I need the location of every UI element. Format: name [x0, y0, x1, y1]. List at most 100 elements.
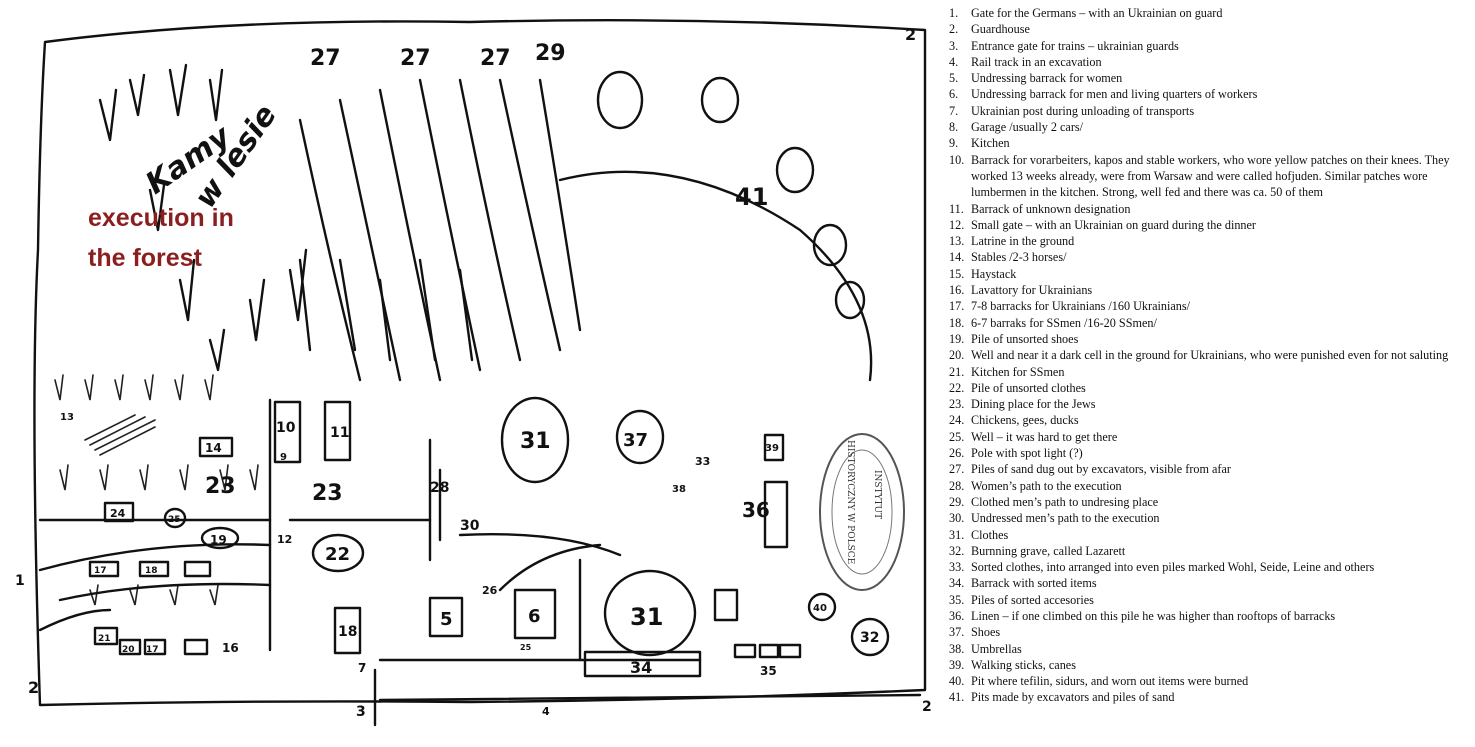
legend-item-text: Clothes: [971, 527, 1009, 542]
legend-item-text: Pole with spot light (?): [971, 446, 1083, 461]
map-label: 2: [922, 699, 932, 715]
legend-item: 41.Pits made by excavators and piles of …: [949, 689, 1467, 705]
legend-item-number: 24.: [949, 413, 965, 428]
legend-item-text: Pile of unsorted shoes: [971, 331, 1079, 346]
legend-item-text: Shoes: [971, 625, 1001, 640]
legend-item-text: Kitchen for SSmen: [971, 364, 1065, 379]
legend-item: 15. Haystack: [949, 266, 1467, 282]
legend-item-text: Barrack for vorarbeiters, kapos and stab…: [971, 152, 1450, 200]
legend-item: 21. Kitchen for SSmen: [949, 364, 1467, 380]
legend-item-number: 37.: [949, 625, 965, 640]
legend-item-text: Stables /2-3 horses/: [971, 250, 1067, 265]
legend-item-number: 20.: [949, 348, 965, 363]
grass-marks: [54, 374, 259, 606]
legend-item-number: 4.: [949, 54, 959, 69]
map-label: 27: [480, 46, 511, 71]
legend-item-number: 6.: [949, 87, 959, 102]
round-piles: [163, 396, 890, 657]
legend-item-number: 27.: [949, 462, 965, 477]
legend-item-number: 10.: [949, 152, 965, 167]
legend-item-text: Women’s path to the execution: [971, 478, 1122, 493]
map-label: 28: [430, 480, 449, 496]
legend-item-text: Barrack of unknown designation: [971, 201, 1131, 216]
buildings: [88, 400, 802, 678]
legend-item-number: 31.: [949, 527, 965, 542]
map-label: 14: [205, 441, 222, 455]
legend-item-text: Undressing barrack for women: [971, 71, 1123, 86]
map-label: 5: [440, 609, 453, 630]
legend-item-number: 15.: [949, 266, 965, 281]
map-label: 17: [146, 645, 159, 655]
legend-item: 8.Garage /usually 2 cars/: [949, 119, 1467, 135]
map-label: 32: [860, 630, 879, 646]
legend-item-number: 21.: [949, 364, 965, 379]
execution-annotation-line2: the forest: [88, 244, 203, 272]
legend-item-text: Gate for the Germans – with an Ukrainian…: [971, 6, 1223, 20]
legend-item-text: Rail track in an excavation: [971, 54, 1102, 69]
legend-item-number: 25.: [949, 429, 965, 444]
legend-item-number: 30.: [949, 511, 965, 526]
institute-stamp: HISTORYCZNY W POLSCE INSTYTUT: [819, 433, 905, 591]
legend-item-text: Undressing barrack for men and living qu…: [971, 87, 1258, 102]
legend-item-number: 1.: [949, 6, 959, 20]
map-label: 9: [280, 452, 287, 463]
legend-item: 23.Dining place for the Jews: [949, 396, 1467, 412]
map-label: 39: [765, 443, 779, 454]
legend-item-number: 12.: [949, 217, 965, 232]
internal-roads: [38, 398, 922, 727]
legend-item-text: 7-8 barracks for Ukrainians /160 Ukraini…: [971, 299, 1190, 314]
camp-sketch-map: HISTORYCZNY W POLSCE INSTYTUT Kamy w les…: [15, 19, 932, 727]
map-label: 13: [60, 412, 74, 423]
legend-item: 32. Burnning grave, called Lazarett: [949, 543, 1467, 559]
legend-item: 22. Pile of unsorted clothes: [949, 380, 1467, 396]
map-label: 23: [205, 474, 236, 499]
map-label: 21: [98, 634, 111, 644]
sand-piles-27: [298, 78, 582, 382]
legend-item-text: 6-7 barraks for SSmen /16-20 SSmen/: [971, 315, 1157, 330]
legend-item-text: Latrine in the ground: [971, 234, 1075, 249]
legend-item: 9.Kitchen: [949, 135, 1467, 151]
legend-item-number: 22.: [949, 380, 965, 395]
map-label: 18: [145, 566, 158, 576]
legend-item: 33.Sorted clothes, into arranged into ev…: [949, 559, 1467, 575]
legend-item-number: 38.: [949, 641, 965, 656]
legend-item: 17.7-8 barracks for Ukrainians /160 Ukra…: [949, 298, 1467, 314]
legend-item-text: Burnning grave, called Lazarett: [971, 543, 1126, 558]
legend-item: 11.Barrack of unknown designation: [949, 201, 1467, 217]
map-label: 41: [735, 183, 768, 211]
map-label: 40: [813, 603, 827, 614]
map-label: 35: [760, 664, 777, 678]
legend-item-number: 29.: [949, 494, 965, 509]
forest-tree-marks: [98, 63, 308, 372]
legend-item: 26.Pole with spot light (?): [949, 445, 1467, 461]
legend-item-text: Piles of sorted accesories: [971, 592, 1094, 607]
legend-item-text: Small gate – with an Ukrainian on guard …: [971, 217, 1256, 232]
legend-item-number: 41.: [949, 690, 965, 705]
legend-item-number: 16.: [949, 283, 965, 298]
map-label: 2: [905, 25, 916, 44]
legend-item-text: Lavattory for Ukrainians: [971, 283, 1093, 298]
legend-item-number: 14.: [949, 250, 965, 265]
legend-item: 39.Walking sticks, canes: [949, 657, 1467, 673]
legend-item-number: 9.: [949, 136, 959, 151]
legend-item-text: Haystack: [971, 266, 1017, 281]
legend-item: 30.Undressed men’s path to the execution: [949, 510, 1467, 526]
legend-item-text: Entrance gate for trains – ukrainian gua…: [971, 38, 1179, 53]
map-label: 16: [222, 641, 239, 655]
legend-item: 29. Clothed men’s path to undresing place: [949, 494, 1467, 510]
legend-item-number: 34.: [949, 576, 965, 591]
camp-boundary: [33, 19, 927, 707]
map-label: 24: [110, 507, 126, 520]
legend-item-number: 32.: [949, 543, 965, 558]
map-label: 19: [210, 533, 227, 547]
map-label: 30: [460, 518, 480, 534]
map-label: 23: [312, 481, 343, 506]
legend-item-number: 23.: [949, 397, 965, 412]
legend-item: 4. Rail track in an excavation: [949, 54, 1467, 70]
legend-item: 36.Linen – if one climbed on this pile h…: [949, 608, 1467, 624]
legend-item-text: Pile of unsorted clothes: [971, 380, 1086, 395]
legend-item: 12. Small gate – with an Ukrainian on gua…: [949, 217, 1467, 233]
map-label: 4: [542, 705, 550, 718]
legend-item-text: Clothed men’s path to undresing place: [971, 494, 1159, 509]
map-label: 34: [630, 658, 652, 677]
